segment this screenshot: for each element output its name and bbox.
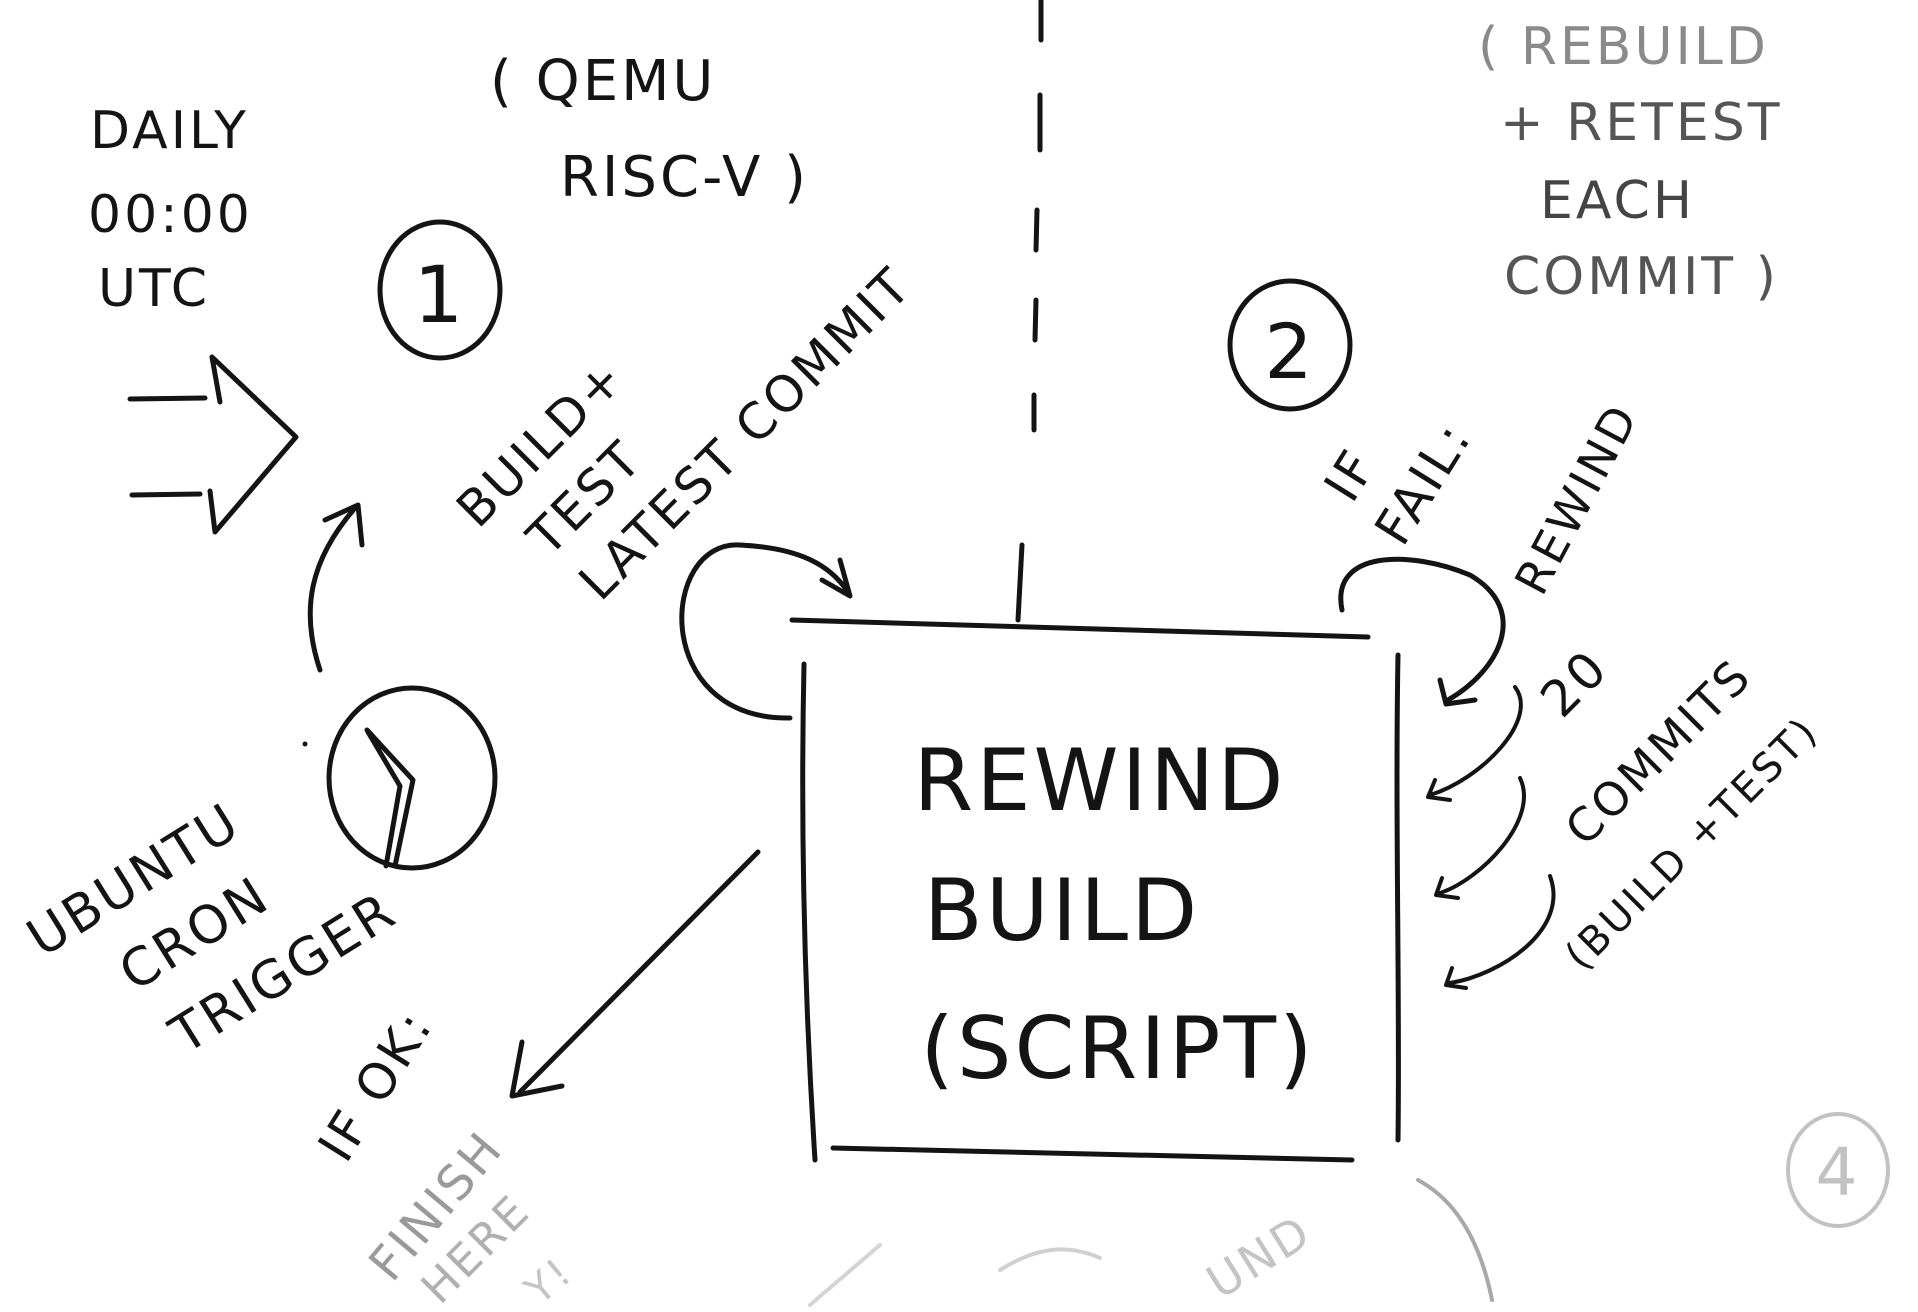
- ok-arrow-icon: [509, 849, 761, 1099]
- big-arrow-icon: [127, 354, 299, 535]
- schedule-line3: UTC: [98, 259, 210, 319]
- if-ok-label: IF OK: FINISH HERE Y!: [307, 1000, 582, 1312]
- loop-arrow-left-icon: [679, 542, 853, 721]
- step-1-number: 1: [414, 251, 467, 341]
- curved-arrow-up-icon: [307, 502, 365, 673]
- schedule-label: DAILY 00:00 UTC: [88, 101, 253, 319]
- rewind-side-label: REWIND: [1504, 394, 1649, 603]
- faded-bottom-sketch: UND: [808, 1178, 1494, 1309]
- bottom-fragment-text: UND: [1197, 1204, 1321, 1309]
- if-fail-label: IF FAIL:: [1313, 411, 1484, 554]
- step-4-number: 4: [1816, 1134, 1861, 1211]
- schedule-line2: 00:00: [88, 185, 253, 245]
- step-2-circle: [1227, 278, 1353, 412]
- side-arrows-icon: [1426, 685, 1556, 990]
- rebuild-line3: EACH: [1540, 171, 1695, 231]
- step-1-badge: 1: [377, 219, 503, 361]
- rebuild-line4: COMMIT ): [1504, 247, 1779, 307]
- main-box-line2: BUILD: [924, 861, 1200, 961]
- step-2-badge: 2: [1227, 278, 1353, 412]
- rebuild-line1: ( REBUILD: [1478, 17, 1769, 77]
- commits-note: 20 COMMITS (BUILD +TEST): [1529, 638, 1827, 979]
- qemu-label: ( QEMU RISC-V ): [490, 49, 809, 210]
- qemu-line1: ( QEMU: [490, 49, 716, 114]
- qemu-line2: RISC-V ): [560, 145, 809, 210]
- main-box-line3: (SCRIPT): [920, 999, 1315, 1099]
- if-ok-line1: IF OK:: [307, 1000, 444, 1172]
- rebuild-line2: + RETEST: [1500, 93, 1782, 153]
- loop-arrow-right-icon: [1338, 556, 1506, 707]
- if-fail-line1: IF: [1313, 439, 1388, 512]
- main-script-box: REWIND BUILD (SCRIPT): [789, 617, 1401, 1163]
- if-ok-line4: Y!: [516, 1249, 582, 1312]
- build-test-line3: LATEST COMMIT: [568, 256, 923, 611]
- schedule-line1: DAILY: [90, 101, 249, 161]
- main-box-line1: REWIND: [913, 731, 1286, 831]
- if-fail-line2: FAIL:: [1364, 411, 1484, 554]
- commits-line1: 20: [1529, 638, 1619, 728]
- step-1-circle: [377, 219, 503, 361]
- rebuild-note: ( REBUILD + RETEST EACH COMMIT ): [1478, 17, 1782, 307]
- step-4-badge: 4: [1786, 1112, 1890, 1228]
- clock-icon: [326, 685, 498, 871]
- step-4-circle: [1786, 1112, 1890, 1228]
- trigger-label: UBUNTU CRON TRIGGER: [17, 792, 407, 1067]
- build-test-label: BUILD+ TEST LATEST COMMIT: [445, 256, 923, 611]
- dashed-divider: [1015, 0, 1044, 623]
- step-2-number: 2: [1264, 307, 1315, 396]
- ink-speck: [302, 741, 308, 747]
